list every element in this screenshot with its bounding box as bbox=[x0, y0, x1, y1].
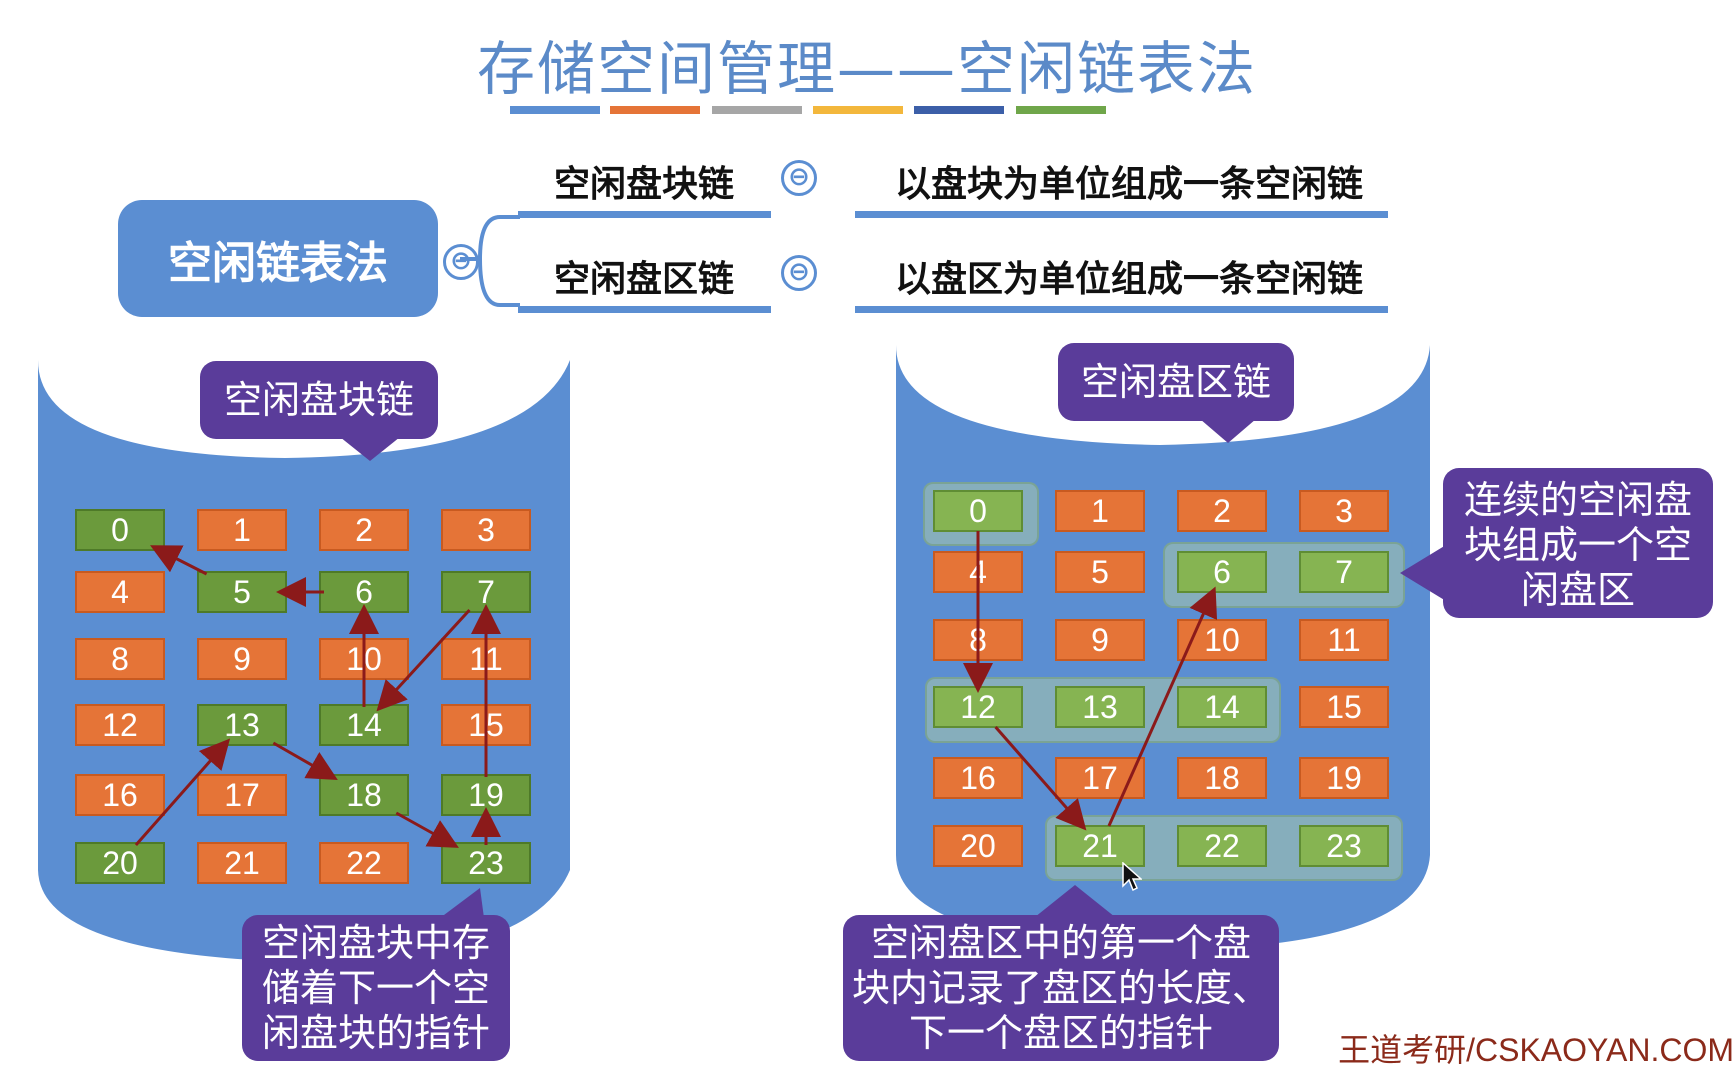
right-top-callout: 空闲盘区链 bbox=[1058, 343, 1294, 421]
left-chain-arrow bbox=[381, 610, 470, 707]
callout-pointer bbox=[440, 888, 484, 918]
callout-line: 块内记录了盘区的长度、 bbox=[843, 966, 1279, 1011]
callout-line: 闲盘区 bbox=[1443, 568, 1713, 613]
callout-pointer bbox=[1400, 545, 1446, 601]
right-chain-arrow bbox=[1109, 592, 1213, 826]
callout-line: 储着下一个空 bbox=[242, 966, 510, 1011]
left-bottom-callout: 空闲盘块中存 储着下一个空 闲盘块的指针 bbox=[242, 915, 510, 1061]
left-chain-arrow bbox=[136, 743, 226, 845]
mouse-cursor-icon bbox=[1122, 862, 1142, 892]
callout-line: 空闲盘块中存 bbox=[242, 921, 510, 966]
right-side-callout: 连续的空闲盘 块组成一个空 闲盘区 bbox=[1443, 468, 1713, 618]
callout-pointer bbox=[1035, 885, 1115, 917]
left-chain-arrow bbox=[273, 743, 332, 777]
callout-line: 连续的空闲盘 bbox=[1443, 478, 1713, 523]
left-chain-arrow bbox=[396, 813, 453, 845]
right-chain-arrow bbox=[996, 727, 1083, 826]
callout-pointer bbox=[340, 437, 400, 463]
callout-line: 空闲盘区中的第一个盘 bbox=[843, 921, 1279, 966]
callout-line: 块组成一个空 bbox=[1443, 523, 1713, 568]
callout-pointer bbox=[1200, 419, 1256, 445]
callout-line: 下一个盘区的指针 bbox=[843, 1011, 1279, 1056]
left-top-callout: 空闲盘块链 bbox=[200, 361, 438, 439]
watermark: 王道考研/CSKAOYAN.COM bbox=[1338, 1025, 1734, 1071]
right-bottom-callout: 空闲盘区中的第一个盘 块内记录了盘区的长度、 下一个盘区的指针 bbox=[843, 915, 1279, 1061]
callout-line: 闲盘块的指针 bbox=[242, 1011, 510, 1056]
left-chain-arrow bbox=[155, 548, 206, 574]
